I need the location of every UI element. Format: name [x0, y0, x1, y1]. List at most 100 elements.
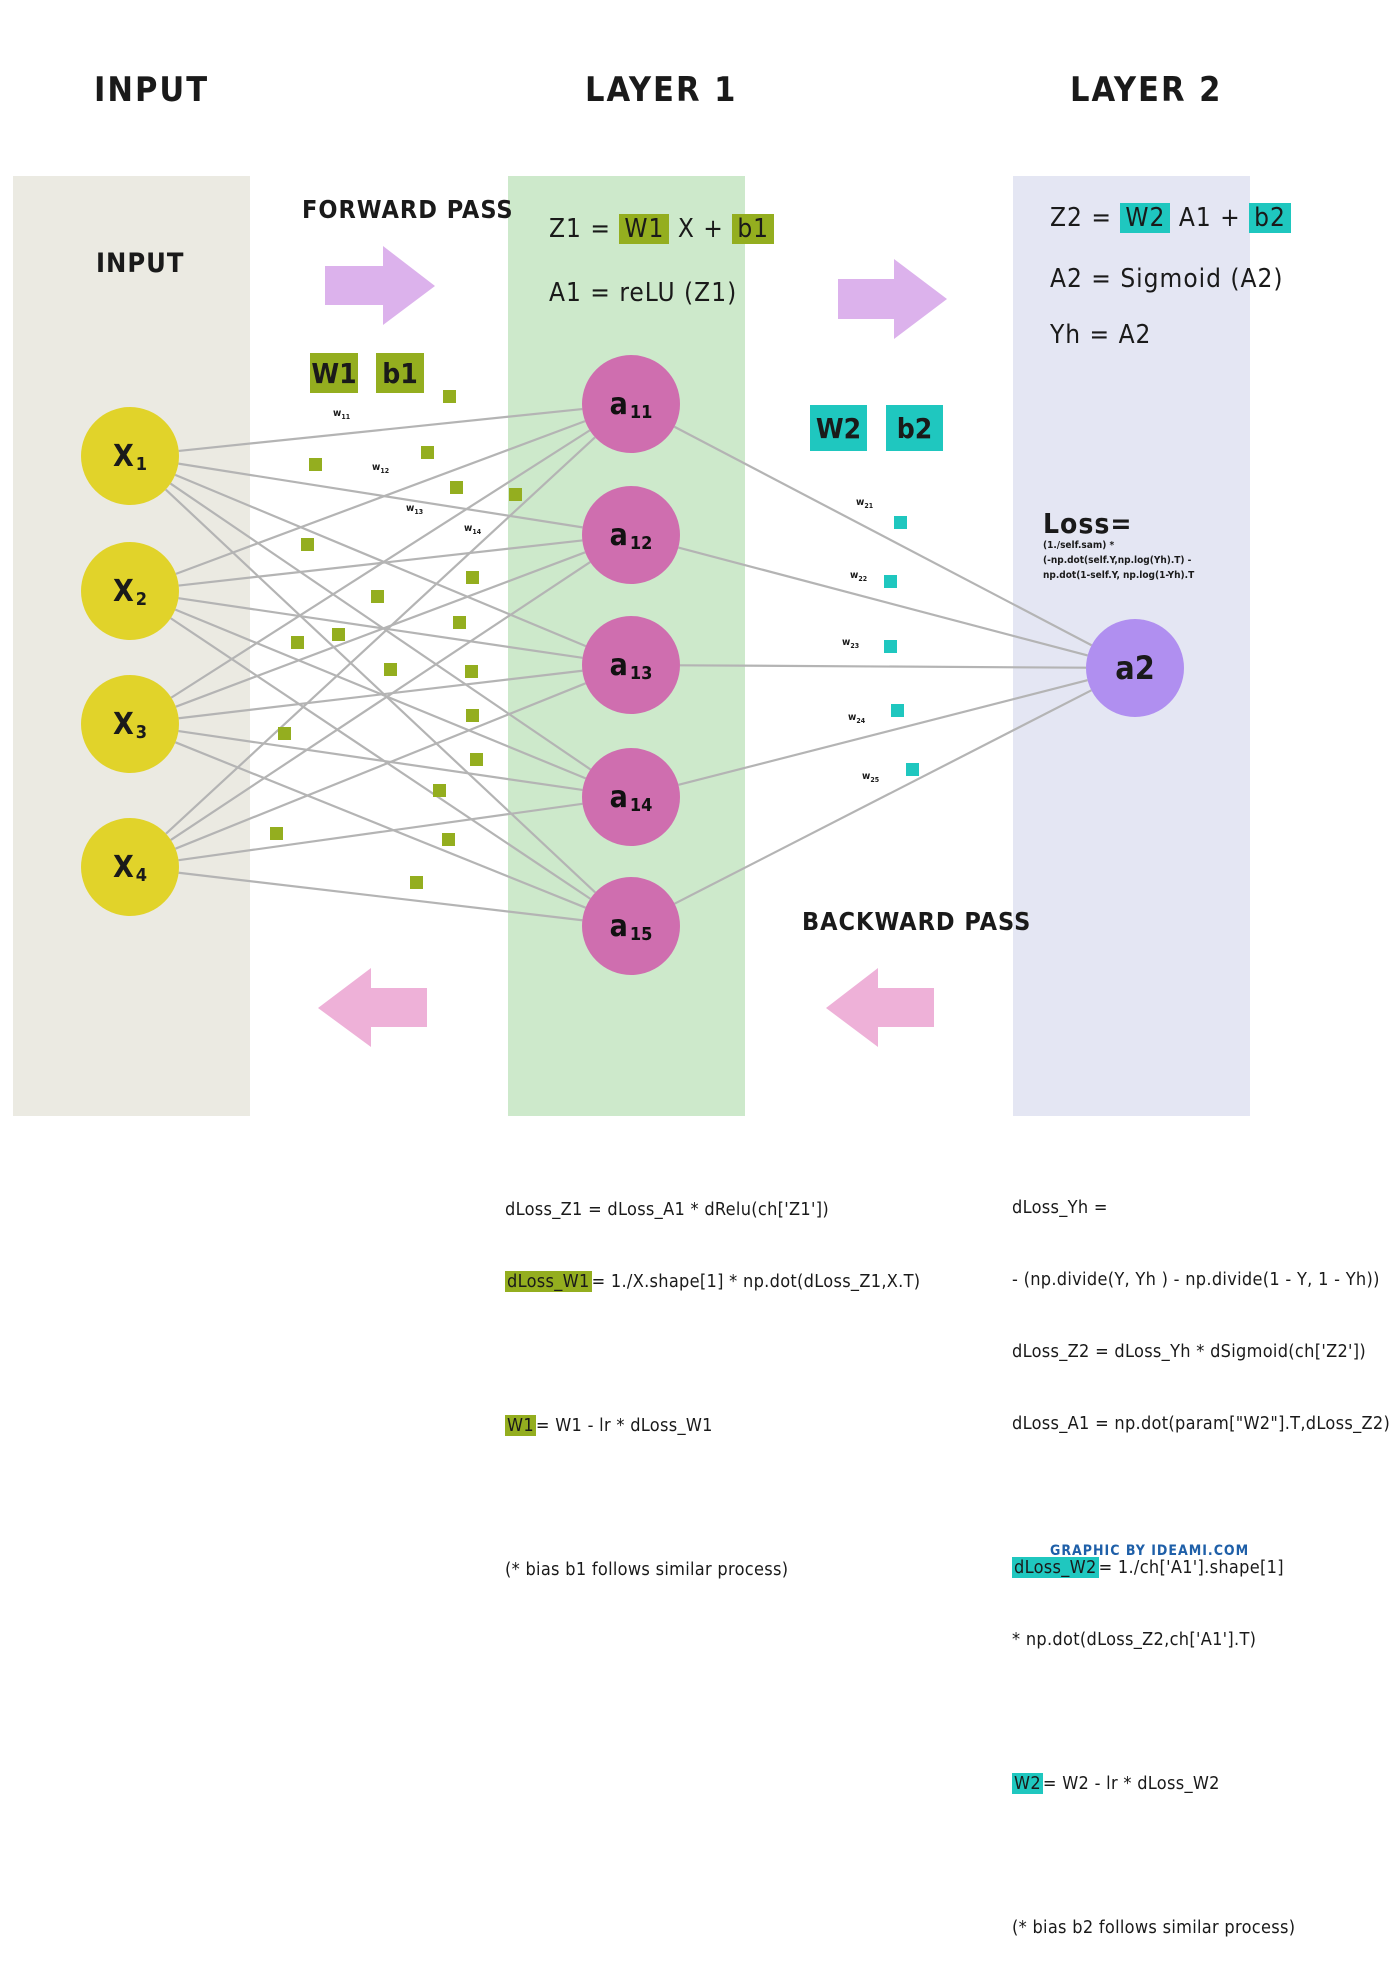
- edge-x4-a14: [178, 802, 583, 862]
- weight-label-w13-sub: 13: [414, 508, 424, 516]
- backprop1-line1: dLoss_Z1 = dLoss_A1 * dRelu(ch['Z1']): [505, 1199, 830, 1220]
- input-node-x4-sub: 4: [135, 864, 148, 886]
- weight-marker: [470, 753, 483, 766]
- edge-x2-a15: [170, 617, 591, 900]
- weight-marker: [884, 640, 897, 653]
- input-node-x3-label: X: [112, 706, 134, 742]
- weight-marker: [410, 876, 423, 889]
- weight-label-w13-base: w: [406, 503, 415, 514]
- edge-x1-a12: [178, 462, 583, 529]
- w2-update-highlight: W2: [1012, 1773, 1043, 1794]
- z2-equation: Z2 = W2 A1 + b2: [1050, 203, 1291, 233]
- z1-lhs: Z1 =: [549, 214, 611, 244]
- backprop2-line7: W2= W2 - lr * dLoss_W2: [1012, 1772, 1390, 1796]
- w2-param-box: W2: [810, 405, 867, 451]
- output-node-a2: a2: [1086, 619, 1184, 717]
- edge-x2-a11: [175, 420, 586, 575]
- loss-line-1: (1./self.sam) *: [1043, 540, 1115, 551]
- weight-label-w14: w14: [464, 523, 481, 536]
- hidden-node-a12-sub: 12: [629, 532, 653, 554]
- weight-label-w24: w24: [848, 712, 865, 725]
- z2-b2-highlight: b2: [1249, 203, 1291, 233]
- w1-update-highlight: W1: [505, 1415, 536, 1436]
- input-node-x2-sub: 2: [135, 588, 148, 610]
- backprop1-line2: dLoss_W1= 1./X.shape[1] * np.dot(dLoss_Z…: [505, 1270, 920, 1294]
- weight-label-w13: w13: [406, 503, 423, 516]
- weight-label-w23: w23: [842, 637, 859, 650]
- backprop2-line5-rest: = 1./ch['A1'].shape[1]: [1098, 1557, 1284, 1578]
- weight-label-w12-base: w: [372, 462, 381, 473]
- weight-marker: [509, 488, 522, 501]
- edge-a11-a2: [673, 425, 1093, 647]
- edge-x1-a13: [174, 473, 587, 648]
- weight-marker: [450, 481, 463, 494]
- z2-w2-highlight: W2: [1120, 203, 1171, 233]
- weight-label-w24-base: w: [848, 712, 857, 723]
- weight-marker: [433, 784, 446, 797]
- weight-marker: [332, 628, 345, 641]
- backprop1-line2-rest: = 1./X.shape[1] * np.dot(dLoss_Z1,X.T): [591, 1271, 921, 1292]
- backprop2-line5: dLoss_W2= 1./ch['A1'].shape[1]: [1012, 1556, 1390, 1580]
- z2-a1-plus: A1 +: [1178, 203, 1241, 233]
- weight-marker: [443, 390, 456, 403]
- weight-label-w21-base: w: [856, 497, 865, 508]
- weight-label-w23-base: w: [842, 637, 851, 648]
- edge-x1-a14: [169, 482, 592, 771]
- input-panel-label: INPUT: [96, 248, 185, 279]
- weight-marker: [421, 446, 434, 459]
- weight-label-w12: w12: [372, 462, 389, 475]
- weight-label-w14-base: w: [464, 523, 473, 534]
- input-node-x2-label: X: [112, 573, 134, 609]
- edge-x1-a11: [178, 407, 583, 453]
- a2-equation: A2 = Sigmoid (A2): [1050, 264, 1284, 294]
- weight-label-w25-base: w: [862, 771, 871, 782]
- weight-label-w11-sub: 11: [341, 413, 351, 421]
- edge-a13-a2: [679, 664, 1087, 669]
- edge-x3-a15: [175, 741, 586, 909]
- network-diagram: [164, 246, 1093, 1047]
- b1-param-box: b1: [376, 353, 424, 393]
- z1-w1-highlight: W1: [619, 214, 670, 244]
- backprop2-line3: dLoss_Z2 = dLoss_Yh * dSigmoid(ch['Z2']): [1012, 1341, 1367, 1362]
- edge-x3-a11: [170, 429, 591, 699]
- loss-title: Loss=: [1043, 507, 1133, 540]
- w1-param-box: W1: [310, 353, 358, 393]
- backprop1-line3: W1= W1 - lr * dLoss_W1: [505, 1414, 920, 1438]
- hidden-node-a13-sub: 13: [629, 662, 653, 684]
- weight-label-w11-base: w: [333, 408, 342, 419]
- weight-marker: [906, 763, 919, 776]
- backprop-layer1: dLoss_Z1 = dLoss_A1 * dRelu(ch['Z1']) dL…: [505, 1150, 920, 1606]
- weight-label-w25-sub: 25: [870, 776, 880, 784]
- hidden-node-a13-label: a: [609, 647, 628, 683]
- backprop2-note: (* bias b2 follows similar process): [1012, 1917, 1296, 1938]
- a1-equation: A1 = reLU (Z1): [549, 278, 738, 308]
- z1-x-plus: X +: [677, 214, 724, 244]
- hidden-node-a15-label: a: [609, 908, 628, 944]
- backward-arrow-1: [318, 968, 427, 1047]
- hidden-node-a11-sub: 11: [629, 401, 653, 423]
- weight-marker: [894, 516, 907, 529]
- layer2-header: LAYER 2: [1070, 70, 1223, 110]
- edge-x4-a13: [175, 682, 586, 850]
- edge-x3-a13: [178, 669, 583, 720]
- input-node-x1-label: X: [112, 438, 134, 474]
- backprop1-note: (* bias b1 follows similar process): [505, 1559, 789, 1580]
- loss-line-3: np.dot(1-self.Y, np.log(1-Yh).T: [1043, 570, 1195, 581]
- weight-label-w22: w22: [850, 570, 867, 583]
- weight-marker: [453, 616, 466, 629]
- z1-equation: Z1 = W1 X + b1: [549, 214, 775, 244]
- edge-a14-a2: [678, 679, 1088, 786]
- weight-marker: [309, 458, 322, 471]
- input-node-x1-sub: 1: [135, 453, 148, 475]
- backprop2-line2: - (np.divide(Y, Yh ) - np.divide(1 - Y, …: [1012, 1269, 1380, 1290]
- dloss-w1-highlight: dLoss_W1: [505, 1271, 592, 1292]
- weight-marker: [291, 636, 304, 649]
- loss-block: Loss= (1./self.sam) * (-np.dot(self.Y,np…: [1043, 507, 1194, 583]
- weight-label-w24-sub: 24: [856, 717, 866, 725]
- weight-marker: [466, 571, 479, 584]
